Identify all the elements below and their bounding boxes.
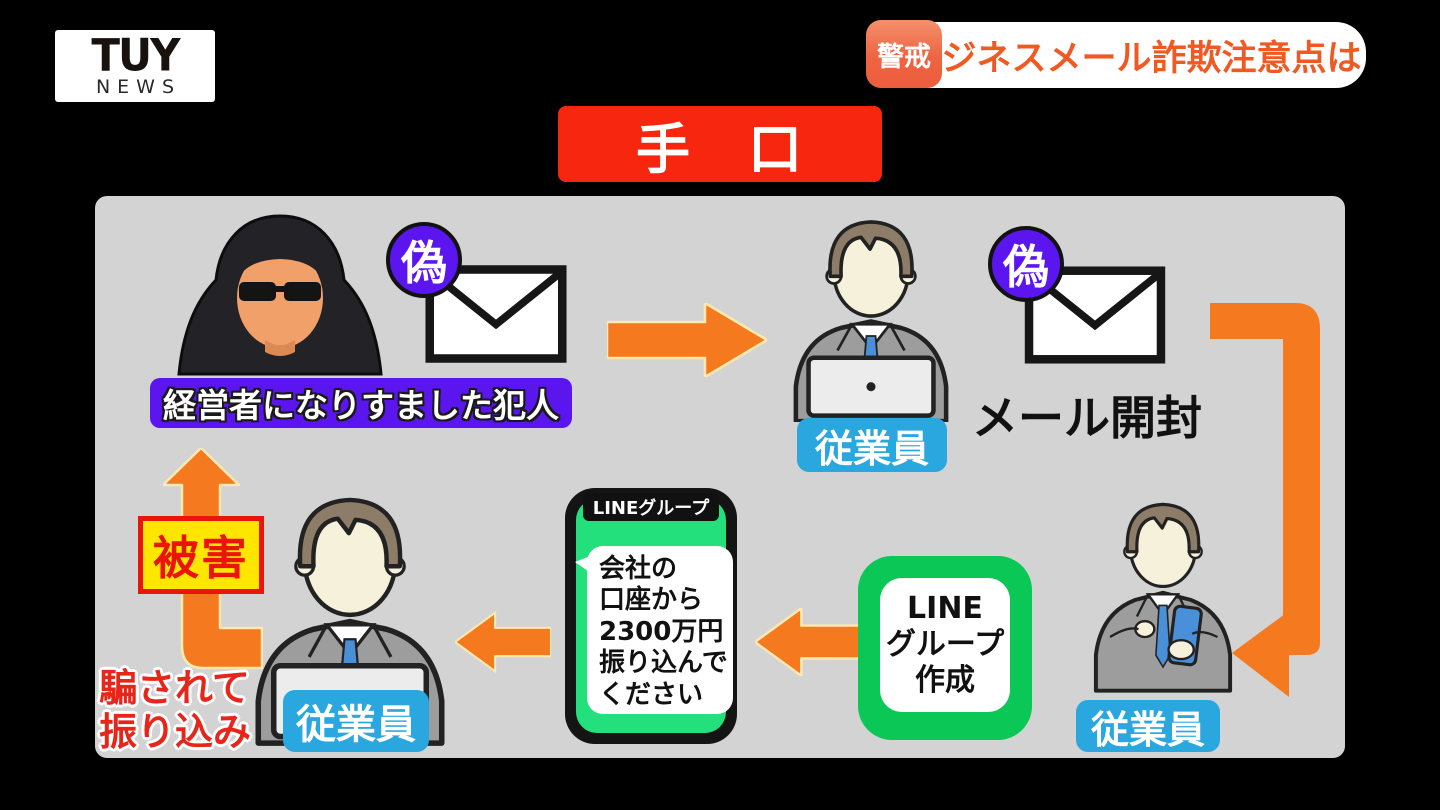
employee-at-laptop-icon (785, 212, 957, 422)
headline-banner: ビジネスメール詐欺注意点は (902, 22, 1366, 88)
deceived-transfer-label: 騙されて 振り込み (99, 666, 252, 755)
fake-badge-icon: 偽 (386, 222, 462, 298)
arrow-left-icon (755, 608, 866, 676)
line-group-create-text: LINE グループ 作成 (880, 578, 1010, 712)
arrow-left-icon (455, 608, 551, 676)
damage-label: 被害 (138, 516, 264, 594)
line-group-create-box: LINE グループ 作成 (858, 556, 1032, 740)
line-chat-tab: LINEグループ (583, 493, 719, 521)
headline-text: ビジネスメール詐欺注意点は (906, 38, 1362, 79)
logo-subtitle: NEWS (95, 76, 182, 98)
fake-badge-icon: 偽 (988, 226, 1064, 302)
chat-message-bubble: 会社の 口座から 2300万円 振り込んで ください (587, 546, 733, 714)
arrow-down-left-icon (1210, 303, 1320, 703)
diagram-panel: 偽 経営者になりすました犯人 (95, 196, 1345, 758)
criminal-label: 経営者になりすました犯人 (150, 378, 572, 428)
arrow-right-icon (607, 303, 767, 377)
alert-badge: 警戒 (866, 20, 942, 88)
logo-title: TUY (91, 29, 180, 82)
employee-name-tag: 従業員 (797, 418, 947, 472)
tuy-news-logo: TUY NEWS (55, 30, 215, 102)
employee-name-tag: 従業員 (1076, 700, 1220, 752)
method-title: 手 口 (558, 106, 882, 182)
envelope-icon (1023, 266, 1167, 364)
line-chat-phone: LINEグループ 会社の 口座から 2300万円 振り込んで ください (565, 488, 737, 744)
employee-name-tag: 従業員 (283, 690, 429, 752)
mail-open-label: メール開封 (972, 391, 1202, 445)
employee-with-phone-icon (1088, 480, 1238, 704)
hooded-hacker-icon (165, 210, 395, 378)
